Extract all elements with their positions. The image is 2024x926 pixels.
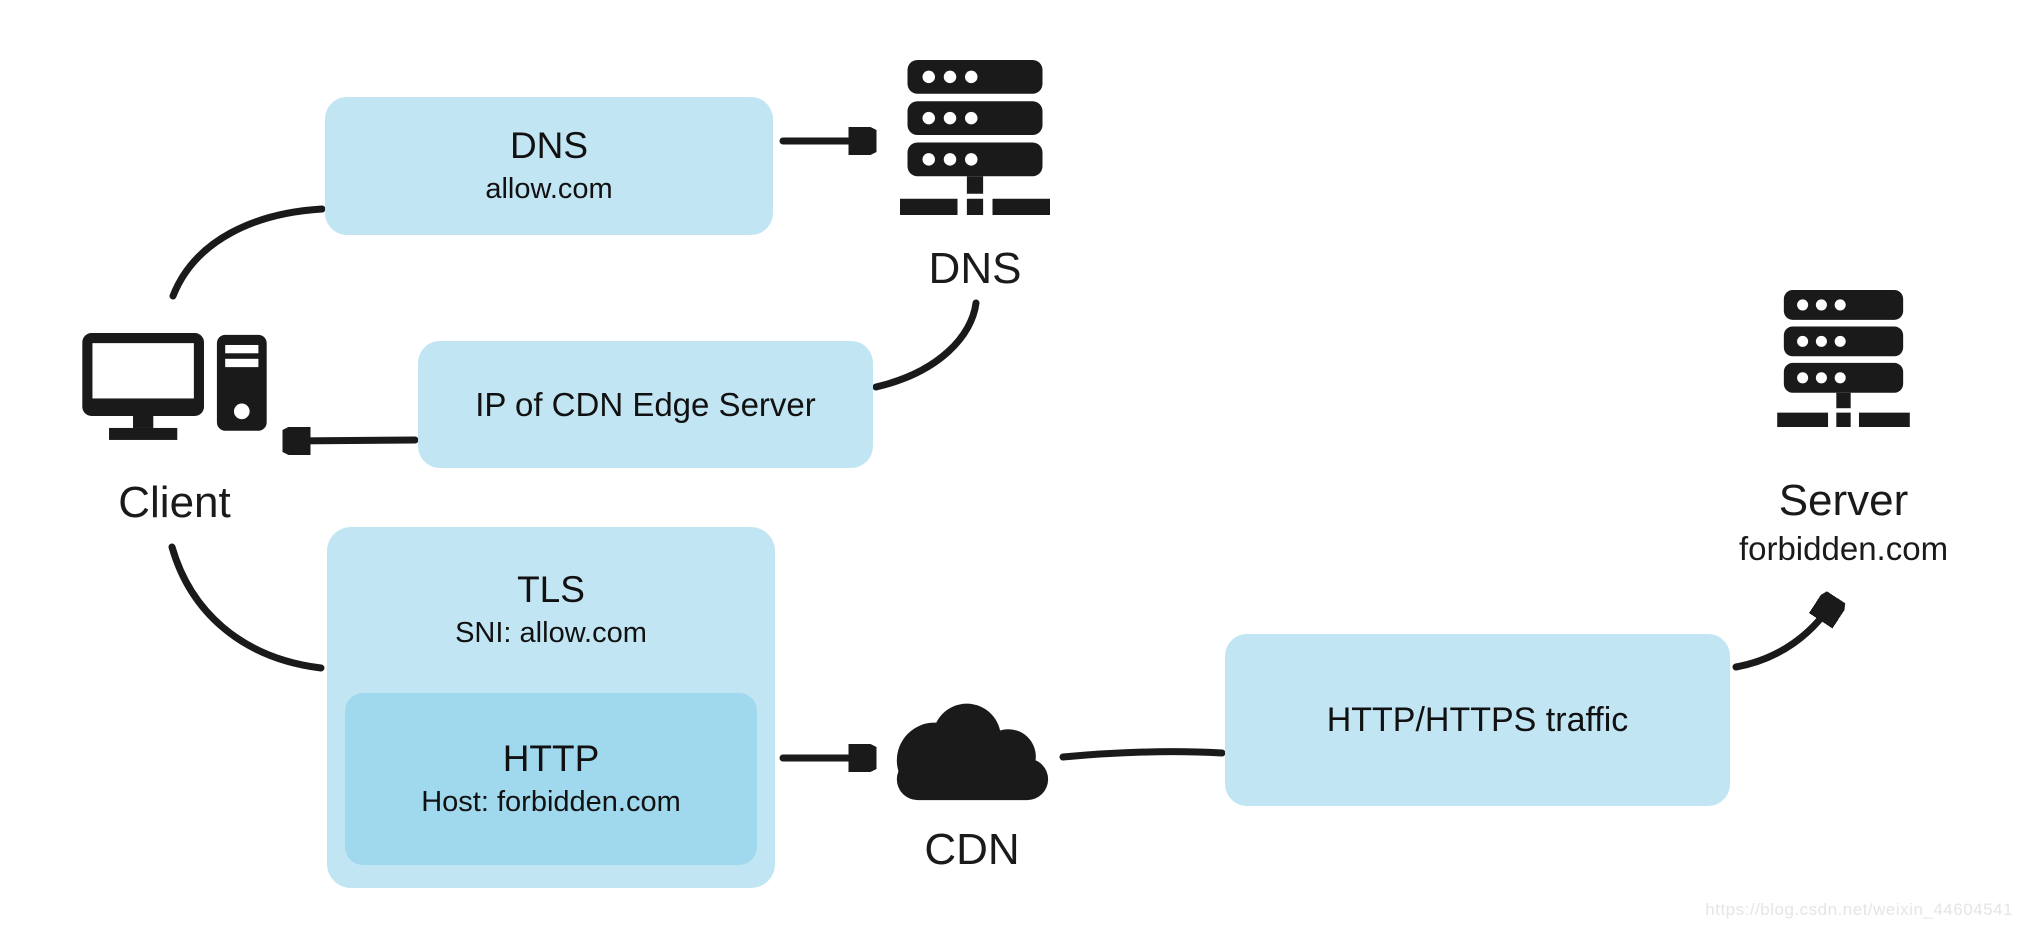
tls-box: TLS SNI: allow.com HTTP Host: forbidden.… <box>327 527 775 888</box>
client-node: Client <box>82 333 267 529</box>
dns-server-label: DNS <box>928 244 1022 293</box>
tls-subtitle: SNI: allow.com <box>455 617 647 649</box>
server-domain-label: forbidden.com <box>1738 530 1949 567</box>
connector-dns-server-to-dns-response <box>872 299 980 391</box>
dns-server-node: DNS <box>900 60 1050 295</box>
dns-response-title: IP of CDN Edge Server <box>475 385 816 423</box>
arrow-traffic-to-server <box>1732 602 1833 671</box>
cdn-label: CDN <box>924 825 1020 874</box>
client-label: Client <box>118 478 231 527</box>
client-computer-icon <box>82 333 267 440</box>
origin-server-icon <box>1777 290 1910 427</box>
http-title: HTTP <box>502 738 600 779</box>
dns-query-title: DNS <box>509 125 589 166</box>
dns-query-subtitle: allow.com <box>485 173 613 205</box>
dns-query-box: DNS allow.com <box>325 97 773 235</box>
connector-client-to-dns-query <box>169 205 326 300</box>
dns-server-icon <box>900 60 1050 215</box>
traffic-box: HTTP/HTTPS traffic <box>1225 634 1730 806</box>
cdn-cloud-icon <box>896 703 1049 801</box>
cdn-node: CDN <box>886 698 1058 876</box>
watermark: https://blog.csdn.net/weixin_44604541 <box>1705 900 2013 919</box>
server-label: Server <box>1778 476 1909 525</box>
connector-client-to-tls-box <box>168 543 325 672</box>
dns-response-box: IP of CDN Edge Server <box>418 341 873 468</box>
tls-title: TLS <box>517 569 585 610</box>
traffic-title: HTTP/HTTPS traffic <box>1326 700 1629 739</box>
server-node: Server forbidden.com <box>1739 290 1948 569</box>
connector-cdn-to-traffic-box <box>1059 748 1226 761</box>
http-subtitle: Host: forbidden.com <box>421 786 681 818</box>
http-box: HTTP Host: forbidden.com <box>345 693 757 865</box>
arrow-dns-response-to-client <box>288 440 419 441</box>
